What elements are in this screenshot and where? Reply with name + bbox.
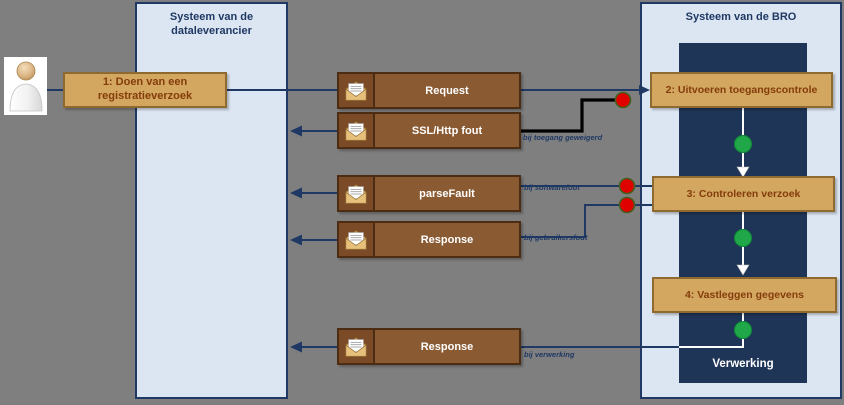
envelope-icon — [345, 336, 367, 357]
annotation-gebruikersfout: bij gebruikersfout — [524, 233, 588, 242]
message-label: Response — [420, 233, 474, 246]
error-dot-gebruikersfout — [618, 196, 636, 214]
step-box-3: 3: Controleren verzoek — [652, 176, 835, 212]
message-label: parseFault — [419, 187, 475, 200]
message-box-request: Request — [337, 72, 521, 109]
envelope-icon — [345, 120, 367, 141]
step-2-label: 2: Uitvoeren toegangscontrole — [665, 84, 818, 96]
lane-title-dataleverancier: Systeem van de dataleverancier — [169, 11, 254, 38]
annotation-toegang-geweigerd: bij toegang geweigerd — [523, 133, 603, 142]
envelope-icon — [345, 229, 367, 250]
lane-dataleverancier: Systeem van de dataleverancier — [135, 2, 288, 399]
lane-title-bro: Systeem van de BRO — [685, 11, 797, 23]
step-4-label: 4: Vastleggen gegevens — [684, 289, 805, 301]
message-box-response-reject: Response — [337, 221, 521, 258]
message-box-ssl-http-fout: SSL/Http fout — [337, 112, 521, 149]
error-dot-toegang — [614, 91, 632, 109]
step-box-4: 4: Vastleggen gegevens — [652, 277, 837, 313]
error-dot-parsefault — [618, 177, 636, 195]
message-box-response-final: Response — [337, 328, 521, 365]
message-label: SSL/Http fout — [411, 124, 483, 137]
step-1-label: 1: Doen van een registratieverzoek — [97, 76, 193, 102]
ssl-fout-arrow — [290, 125, 338, 137]
message-box-parsefault: parseFault — [337, 175, 521, 212]
message-label: Request — [425, 84, 469, 97]
step-box-2: 2: Uitvoeren toegangscontrole — [650, 72, 833, 108]
message-label: Response — [420, 340, 474, 353]
step-box-1: 1: Doen van een registratieverzoek — [63, 72, 227, 108]
envelope-icon — [345, 183, 367, 204]
annotation-softwarefout: bij softwarefout — [524, 183, 580, 192]
actor-panel — [4, 57, 47, 115]
annotation-verwerking: bij verwerking — [524, 350, 575, 359]
envelope-icon — [345, 80, 367, 101]
step-3-label: 3: Controleren verzoek — [686, 188, 801, 200]
processing-label: Verwerking — [712, 358, 774, 370]
person-icon — [9, 61, 42, 112]
ssl-error-path — [521, 98, 623, 133]
